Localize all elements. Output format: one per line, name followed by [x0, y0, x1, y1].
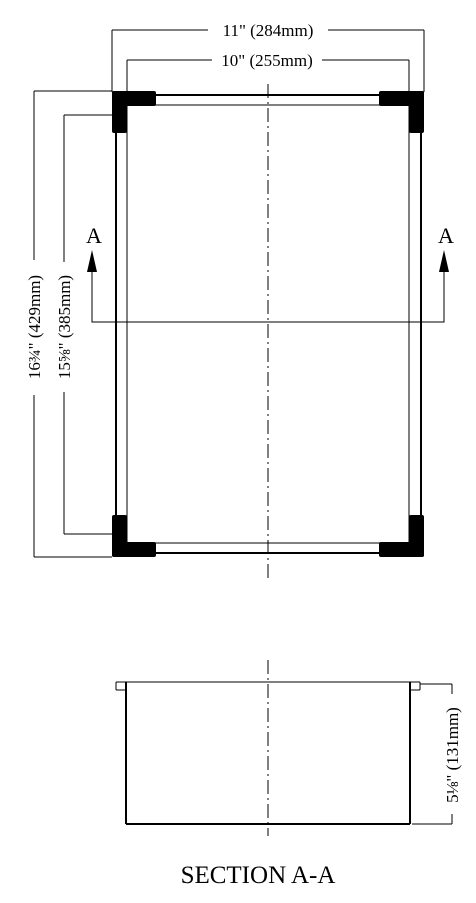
corner-bracket-bottom-right [379, 515, 424, 557]
section-arrow-left [87, 250, 97, 272]
outer-length-label: 16¾" (429mm) [25, 275, 44, 379]
corner-bracket-top-right [379, 91, 424, 133]
corner-bracket-bottom-left [112, 515, 156, 557]
depth-label: 5⅛" (131mm) [443, 707, 462, 803]
inner-length-label: 15⅝" (385mm) [55, 275, 74, 379]
section-cut-line [91, 270, 445, 323]
section-marker-right: A [438, 223, 454, 248]
section-arrow-right [439, 250, 449, 272]
plan-view: A A 11" (284mm) 10" (255mm) 16¾" (429mm) [25, 21, 454, 578]
dimension-inner-width: 10" (255mm) [126, 51, 410, 92]
inner-width-label: 10" (255mm) [221, 51, 312, 70]
outer-width-label: 11" (284mm) [223, 21, 314, 40]
corner-bracket-top-left [112, 91, 156, 133]
section-view: 5⅛" (131mm) SECTION A-A [115, 660, 462, 889]
dimension-outer-length: 16¾" (429mm) [25, 90, 112, 558]
section-title: SECTION A-A [181, 862, 336, 889]
dimension-outer-width: 11" (284mm) [111, 21, 425, 92]
dimension-depth: 5⅛" (131mm) [412, 683, 462, 825]
section-marker-left: A [86, 223, 102, 248]
dimension-inner-length: 15⅝" (385mm) [55, 114, 112, 535]
